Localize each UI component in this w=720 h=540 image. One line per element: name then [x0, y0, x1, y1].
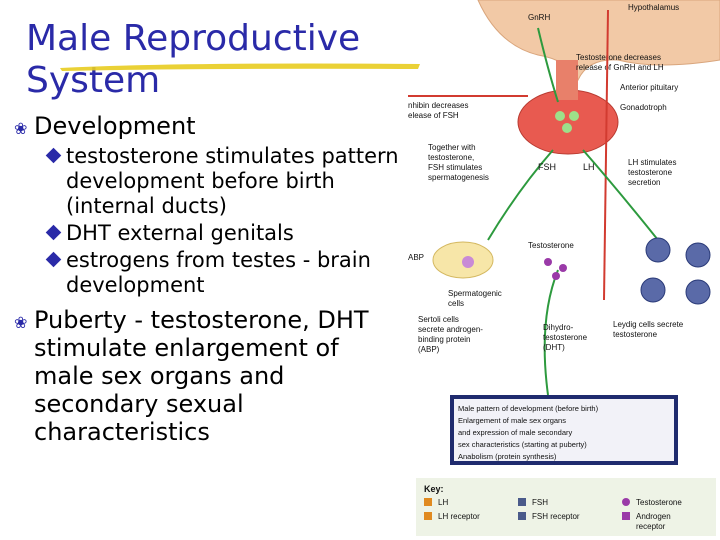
label-hypothalamus: Hypothalamus	[628, 3, 679, 12]
sub-bullet: estrogens from testes - brain developmen…	[14, 248, 404, 298]
bullet-development: ❀ Development	[14, 112, 404, 140]
label-dht: testosterone	[543, 333, 588, 342]
label-testosterone: Testosterone	[528, 241, 574, 250]
label-dht: Dihydro-	[543, 323, 574, 332]
label-testosterone-decreases: release of GnRH and LH	[576, 63, 664, 72]
label-lh-stimulates: testosterone	[628, 168, 673, 177]
key-lh: LH	[438, 498, 448, 507]
label-anterior-pituitary: Anterior pituitary	[620, 83, 678, 92]
key-lh-receptor: LH receptor	[438, 512, 480, 521]
bullet-text: Development	[34, 112, 196, 140]
gonadotroph-cell	[555, 111, 565, 121]
key-title: Key:	[424, 484, 444, 494]
label-sertoli: (ABP)	[418, 345, 440, 354]
label-lh-stimulates: LH stimulates	[628, 158, 676, 167]
diamond-marker-icon	[45, 251, 62, 268]
label-sertoli: binding protein	[418, 335, 470, 344]
testosterone-key-icon	[622, 498, 630, 506]
gonadotroph-cell	[569, 111, 579, 121]
label-together: FSH stimulates	[428, 163, 482, 172]
sub-bullet-text: estrogens from testes - brain developmen…	[66, 248, 371, 297]
title-underline	[60, 63, 420, 71]
key-testosterone: Testosterone	[636, 498, 682, 507]
diamond-marker-icon	[45, 147, 62, 164]
label-testosterone-decreases: Testosterone decreases	[576, 53, 661, 62]
label-inhibin: nhibin decreases	[408, 101, 468, 110]
label-spermatogenic: Spermatogenic	[448, 289, 502, 298]
leydig-cell	[685, 242, 711, 268]
bullet-marker-icon: ❀	[14, 313, 28, 332]
hormone-diagram: Hypothalamus GnRH Testosterone decreases…	[408, 0, 720, 536]
effects-box-inner	[454, 399, 674, 461]
label-gonadotroph: Gonadotroph	[620, 103, 667, 112]
effect-line: sex characteristics (starting at puberty…	[458, 440, 587, 449]
label-leydig: testosterone	[613, 330, 658, 339]
testosterone-molecule	[544, 258, 552, 266]
label-together: spermatogenesis	[428, 173, 489, 182]
label-fsh: FSH	[538, 162, 556, 172]
leydig-cell	[645, 237, 671, 263]
nucleus	[462, 256, 474, 268]
brain-shape	[477, 0, 720, 82]
key-androgen-receptor: Androgen	[636, 512, 671, 521]
key-fsh: FSH	[532, 498, 548, 507]
diamond-marker-icon	[45, 224, 62, 241]
androgen-receptor-key-icon	[622, 512, 630, 520]
effect-line: Anabolism (protein synthesis)	[458, 452, 557, 461]
testosterone-molecule	[552, 272, 560, 280]
label-sertoli: secrete androgen-	[418, 325, 483, 334]
label-spermatogenic: cells	[448, 299, 464, 308]
gonadotroph-cell	[562, 123, 572, 133]
label-gnrh: GnRH	[528, 13, 550, 22]
sub-bullet-text: DHT external genitals	[66, 221, 294, 245]
effect-line: Enlargement of male sex organs	[458, 416, 566, 425]
label-abp: ABP	[408, 253, 424, 262]
lh-receptor-key-icon	[424, 512, 432, 520]
effect-line: and expression of male secondary	[458, 428, 572, 437]
lh-key-icon	[424, 498, 432, 506]
bullet-list: ❀ Development testosterone stimulates pa…	[14, 112, 404, 450]
key-fsh-receptor: FSH receptor	[532, 512, 580, 521]
label-lh-stimulates: secretion	[628, 178, 660, 187]
label-inhibin: elease of FSH	[408, 111, 459, 120]
leydig-cell	[685, 279, 711, 305]
leydig-cell	[640, 277, 666, 303]
label-together: Together with	[428, 143, 476, 152]
dht-pathway	[543, 269, 559, 396]
title-line-1: Male Reproductive	[26, 18, 361, 59]
bullet-marker-icon: ❀	[14, 119, 28, 138]
fsh-receptor-key-icon	[518, 512, 526, 520]
key-androgen-receptor: receptor	[636, 522, 666, 531]
lh-pathway	[582, 149, 659, 241]
sub-bullet: DHT external genitals	[14, 221, 404, 246]
gnrh-arrow	[537, 27, 559, 103]
negative-feedback-line	[603, 9, 609, 301]
sub-bullet-text: testosterone stimulates pattern developm…	[66, 144, 399, 218]
testosterone-molecule	[559, 264, 567, 272]
effect-line: Male pattern of development (before birt…	[458, 404, 599, 413]
bullet-text: Puberty - testosterone, DHT stimulate en…	[34, 306, 369, 446]
label-sertoli: Sertoli cells	[418, 315, 459, 324]
fsh-pathway	[487, 149, 554, 241]
label-leydig: Leydig cells secrete	[613, 320, 684, 329]
key-box	[416, 478, 716, 536]
pituitary-stalk	[556, 60, 578, 100]
bullet-puberty: ❀ Puberty - testosterone, DHT stimulate …	[14, 306, 404, 446]
label-together: testosterone,	[428, 153, 474, 162]
sub-bullet: testosterone stimulates pattern developm…	[14, 144, 404, 219]
label-dht: (DHT)	[543, 343, 565, 352]
fsh-key-icon	[518, 498, 526, 506]
label-lh: LH	[583, 162, 595, 172]
